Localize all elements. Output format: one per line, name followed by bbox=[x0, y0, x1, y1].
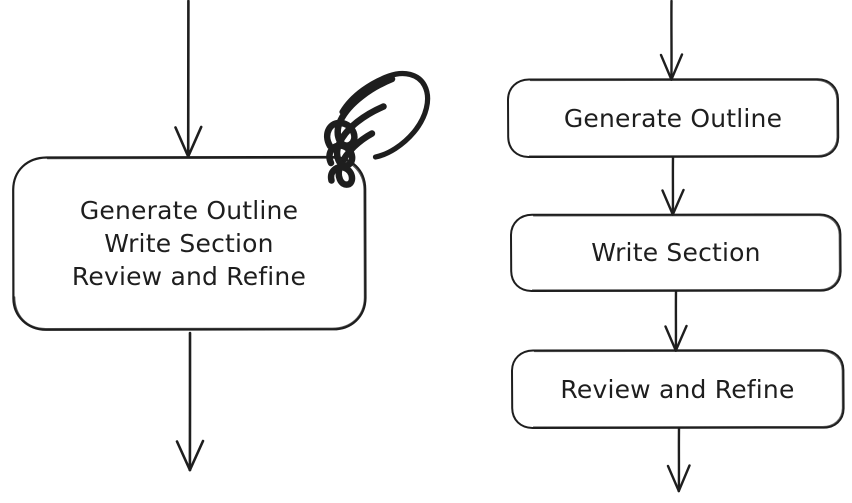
arrow-out-of-review-and-refine bbox=[666, 427, 691, 493]
node-generate-outline-box bbox=[507, 78, 840, 158]
arrow-out-of-merged-node bbox=[175, 331, 205, 472]
arrow-write-section-to-review-and-refine bbox=[664, 290, 688, 352]
scribble-mark bbox=[323, 71, 431, 188]
node-review-and-refine-box bbox=[511, 349, 845, 429]
arrow-into-merged-node bbox=[174, 0, 203, 158]
node-write-section-box bbox=[510, 213, 842, 292]
arrow-into-generate-outline bbox=[659, 0, 684, 81]
merged-node-box bbox=[12, 155, 367, 331]
arrow-generate-outline-to-write-section bbox=[661, 156, 685, 216]
